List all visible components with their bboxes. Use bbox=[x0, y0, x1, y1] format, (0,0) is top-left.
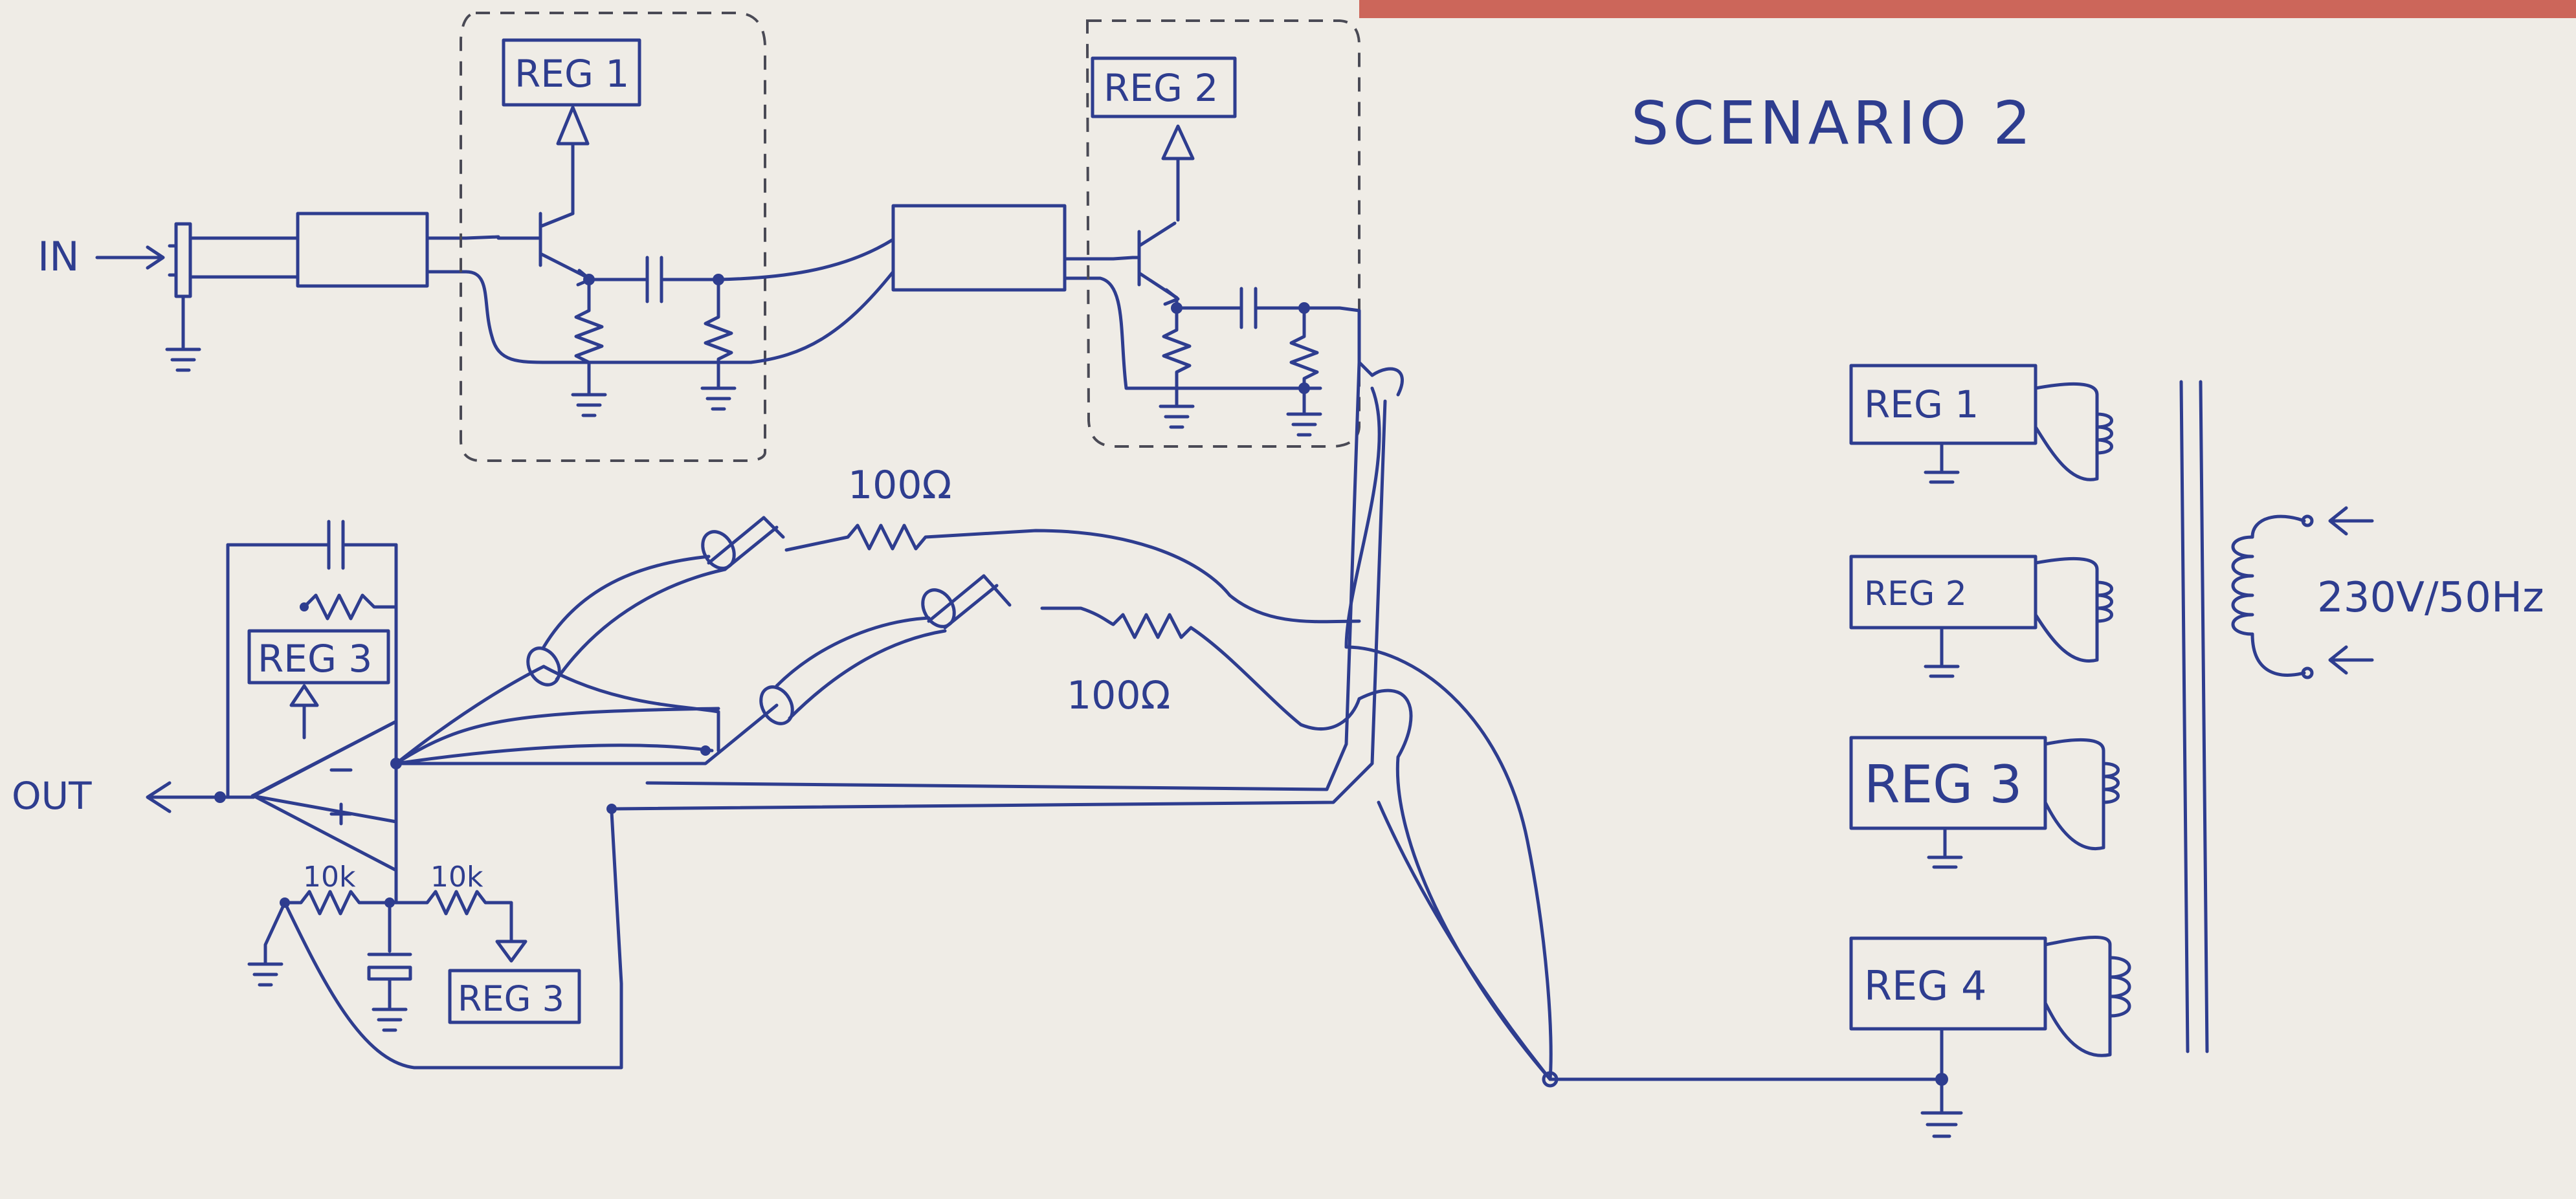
shielded-cable-bottom bbox=[775, 616, 947, 720]
psu-reg1: REG 1 bbox=[1849, 364, 2113, 484]
opamp-input-wiring bbox=[394, 665, 779, 765]
reg3-bias-box: REG 3 bbox=[448, 969, 581, 1024]
q1-emitter-resistor bbox=[571, 276, 607, 417]
r-100-bottom-label: 100Ω bbox=[1067, 673, 1170, 718]
junction-cable-b bbox=[606, 804, 617, 814]
tablecloth-edge bbox=[1359, 0, 2576, 18]
transformer-primary bbox=[2231, 514, 2314, 679]
psu-reg2: REG 2 bbox=[1849, 555, 2113, 678]
bias-network bbox=[283, 820, 527, 963]
r-10k-a-label: 10k bbox=[303, 861, 356, 894]
main-ground-symbol bbox=[1920, 1077, 1963, 1138]
feedback-resistor bbox=[302, 593, 398, 621]
stage1-output-resistor bbox=[700, 278, 737, 411]
bias-ground bbox=[247, 901, 287, 987]
input-label: IN bbox=[38, 233, 80, 280]
svg-text:REG 4: REG 4 bbox=[1864, 962, 1986, 1009]
r-10k-b-label: 10k bbox=[430, 861, 483, 894]
bias-capacitor bbox=[367, 901, 412, 1032]
svg-text:REG 3: REG 3 bbox=[258, 637, 372, 681]
interstage-filter-block bbox=[891, 204, 1067, 292]
fb-junction-left bbox=[300, 602, 309, 611]
q2-emitter-resistor bbox=[1159, 297, 1195, 429]
junction-stage2-gnd bbox=[1298, 382, 1310, 394]
coupling-capacitor-2 bbox=[1175, 287, 1306, 329]
reg3-feedback-box: REG 3 bbox=[247, 629, 390, 685]
stage2-output-cable bbox=[613, 306, 1404, 811]
input-cable bbox=[188, 236, 300, 279]
resistor-100-top bbox=[784, 523, 1361, 624]
psu-reg4: REG 4 bbox=[1849, 935, 2131, 1081]
rca-plug-4 bbox=[759, 685, 794, 725]
reg1-stage-box: REG 1 bbox=[502, 38, 641, 107]
transistor-q1 bbox=[496, 212, 592, 287]
svg-text:REG 2: REG 2 bbox=[1864, 575, 1967, 613]
coupling-capacitor-1 bbox=[587, 256, 720, 303]
svg-text:REG 3: REG 3 bbox=[1864, 754, 2022, 815]
reg2-stage-box: REG 2 bbox=[1091, 56, 1237, 118]
svg-text:REG 2: REG 2 bbox=[1104, 66, 1218, 110]
interstage-cable bbox=[716, 237, 895, 364]
scenario-title: SCENARIO 2 bbox=[1631, 89, 2035, 158]
psu-reg3: REG 3 bbox=[1849, 736, 2120, 869]
star-ground-point bbox=[1542, 1071, 1559, 1088]
transformer-core bbox=[2179, 380, 2209, 1053]
rca-plug-2 bbox=[921, 574, 1012, 630]
output-label: OUT bbox=[12, 774, 92, 818]
transistor-q2 bbox=[1131, 221, 1180, 306]
stage1-enclosure bbox=[460, 12, 766, 462]
svg-text:REG 3: REG 3 bbox=[458, 978, 564, 1019]
bias-ground-return bbox=[283, 810, 623, 1070]
ground-wire-to-star bbox=[1344, 645, 1944, 1081]
reg2-supply-arrow bbox=[1161, 124, 1195, 222]
stage2-output-resistor bbox=[1286, 306, 1322, 437]
output-arrow bbox=[146, 781, 256, 813]
reg1-supply-arrow bbox=[556, 105, 590, 215]
rca-plug-1 bbox=[701, 516, 785, 571]
input-filter-block bbox=[296, 212, 429, 288]
input-jack bbox=[165, 222, 201, 372]
op-amp bbox=[250, 720, 398, 872]
shielded-cable-top bbox=[542, 555, 727, 681]
svg-text:REG 1: REG 1 bbox=[515, 52, 629, 96]
reg3-feedback-arrow bbox=[289, 684, 319, 740]
interstage-cable-2 bbox=[1063, 256, 1322, 390]
stage2-enclosure bbox=[1086, 19, 1360, 448]
junction-cable-a bbox=[700, 745, 711, 756]
svg-text:REG 1: REG 1 bbox=[1864, 382, 1979, 426]
mains-arrows bbox=[2328, 506, 2374, 675]
resistor-100-bottom bbox=[1040, 606, 1361, 731]
r-100-top-label: 100Ω bbox=[848, 463, 951, 508]
input-arrow bbox=[95, 245, 165, 270]
mains-label: 230V/50Hz bbox=[2317, 574, 2544, 622]
